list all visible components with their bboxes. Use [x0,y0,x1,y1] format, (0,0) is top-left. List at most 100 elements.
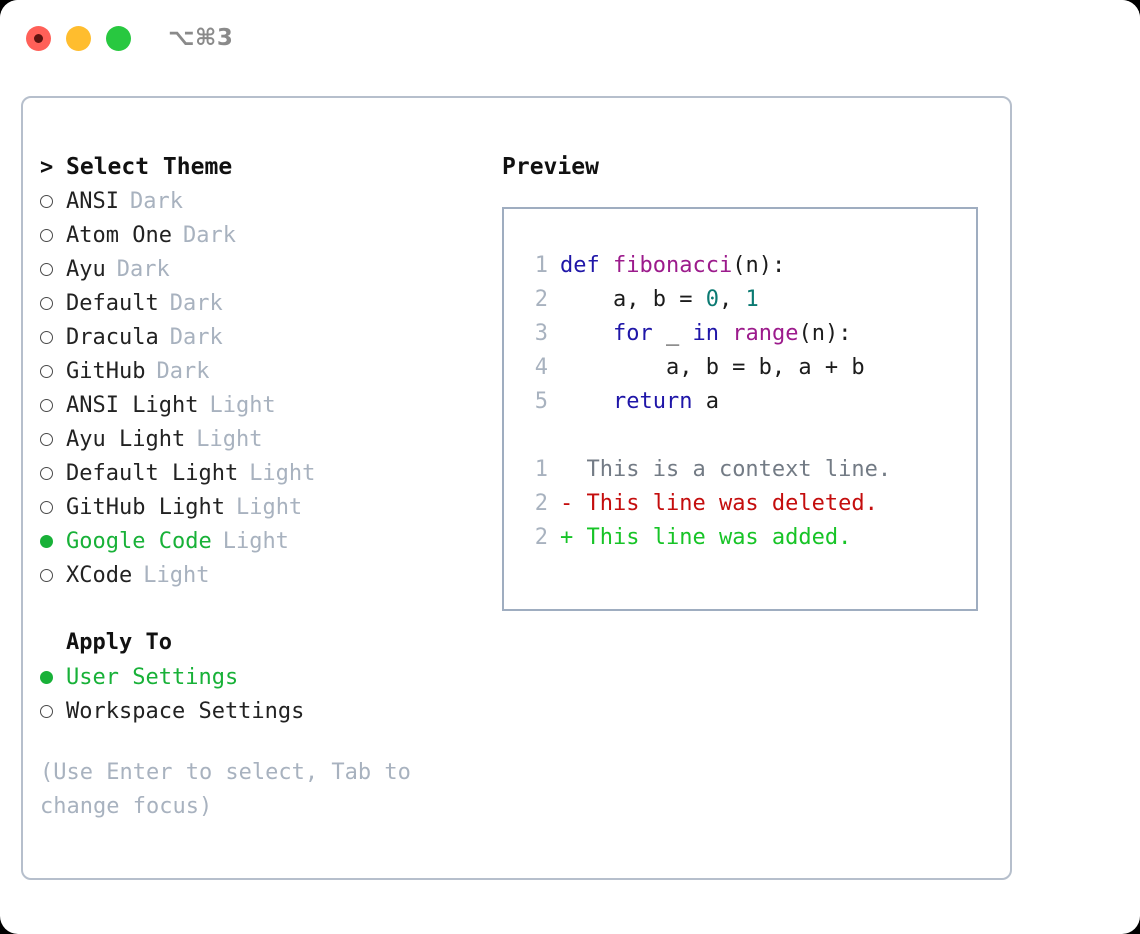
line-number: 5 [534,389,548,414]
diff-marker: + [560,525,574,550]
diff-line: 2+ This line was added. [522,521,976,555]
radio-unselected-icon[interactable] [40,252,66,286]
line-number: 2 [534,525,548,550]
radio-dot [40,296,53,310]
radio-unselected-icon[interactable] [40,558,66,592]
radio-unselected-icon[interactable] [40,354,66,388]
radio-dot [40,568,53,582]
theme-option-label: Ayu [66,256,106,282]
radio-dot [40,670,53,684]
radio-unselected-icon[interactable] [40,490,66,524]
radio-dot [40,330,53,344]
code-line: 5 return a [522,385,976,419]
theme-option[interactable]: GitHub Light Light [40,490,480,524]
theme-option-label: Atom One [66,222,172,248]
window-controls [26,26,131,51]
code-line-content: def fibonacci(n): [560,249,785,283]
radio-selected-icon[interactable] [40,524,66,558]
close-button[interactable] [26,26,51,51]
code-token-txt [560,389,613,414]
code-token-kw: for [612,321,653,346]
radio-unselected-icon[interactable] [40,320,66,354]
code-token-kw: in [692,321,719,346]
radio-selected-icon[interactable] [40,660,66,694]
radio-unselected-icon[interactable] [40,286,66,320]
radio-dot [40,228,53,242]
select-theme-heading: > Select Theme [40,150,480,184]
code-token-txt [719,321,732,346]
radio-dot [40,534,53,548]
caret-icon: > [40,155,54,180]
radio-unselected-icon[interactable] [40,184,66,218]
select-theme-label: Select Theme [66,154,233,180]
code-token-txt: (n): [798,321,852,346]
code-token-txt: a, b = [560,287,706,312]
theme-option-label: ANSI [66,188,119,214]
radio-dot [40,432,53,446]
radio-unselected-icon[interactable] [40,388,66,422]
theme-option[interactable]: ANSI Light Light [40,388,480,422]
theme-variant-badge: Light [209,392,276,418]
preview-heading: Preview [502,154,599,180]
code-line: 2 a, b = 0, 1 [522,283,976,317]
radio-dot [40,262,53,276]
diff-line: 2- This line was deleted. [522,487,976,521]
theme-variant-badge: Dark [129,188,183,214]
theme-option[interactable]: Dracula Dark [40,320,480,354]
code-line: 3 for _ in range(n): [522,317,976,351]
radio-unselected-icon[interactable] [40,218,66,252]
theme-option[interactable]: Default Light Light [40,456,480,490]
code-line-content: a, b = 0, 1 [560,283,759,317]
theme-option-label: Google Code [66,528,212,554]
theme-option-label: Default Light [66,460,239,486]
line-number: 2 [534,491,548,516]
theme-variant-badge: Dark [169,324,223,350]
code-line-content: for _ in range(n): [560,317,851,351]
keyboard-shortcut-label: ⌥⌘3 [168,25,234,51]
theme-variant-badge: Dark [116,256,170,282]
maximize-button[interactable] [106,26,131,51]
radio-dot [40,500,53,514]
code-token-txt: a, b = b, a + b [560,355,865,380]
code-token-txt: , [718,287,746,312]
radio-unselected-icon[interactable] [40,456,66,490]
code-line-content: return a [560,385,719,419]
theme-option[interactable]: Atom One Dark [40,218,480,252]
title-bar: ⌥⌘3 [0,0,1140,76]
code-diff-separator [522,419,976,453]
code-token-txt: a [692,389,719,414]
theme-variant-badge: Dark [182,222,236,248]
apply-to-option[interactable]: User Settings [40,660,480,694]
theme-option[interactable]: ANSI Dark [40,184,480,218]
code-token-txt: _ [652,321,693,346]
theme-option-label: ANSI Light [66,392,199,418]
diff-sample: 1 This is a context line.2- This line wa… [522,453,976,555]
radio-unselected-icon[interactable] [40,422,66,456]
radio-unselected-icon[interactable] [40,694,66,728]
theme-option-label: GitHub Light [66,494,225,520]
code-token-fn: range [732,321,799,346]
theme-variant-badge: Light [235,494,303,520]
theme-option-label: Dracula [66,324,159,350]
theme-variant-badge: Light [249,460,316,486]
radio-dot [40,466,53,480]
theme-option[interactable]: Ayu Dark [40,252,480,286]
radio-dot [40,364,53,378]
code-line-content: a, b = b, a + b [560,351,865,385]
code-token-txt: (n): [732,253,786,278]
apply-to-option[interactable]: Workspace Settings [40,694,480,728]
minimize-button[interactable] [66,26,91,51]
theme-variant-badge: Light [143,562,210,588]
